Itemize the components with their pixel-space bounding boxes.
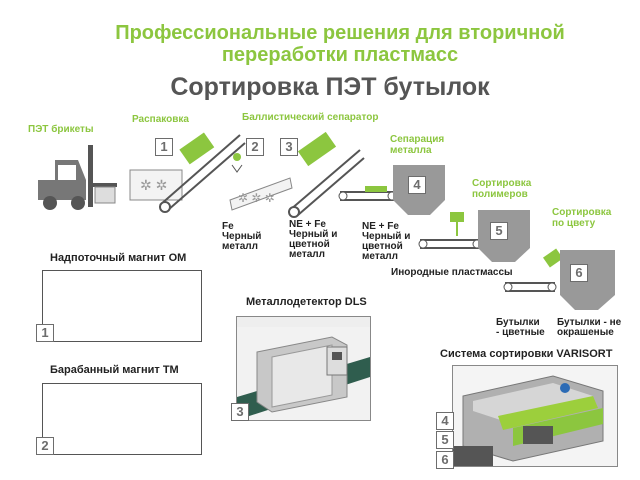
metal-detector-title: Металлодетектор DLS xyxy=(246,296,367,308)
svg-text:✲ ✲ ✲: ✲ ✲ ✲ xyxy=(238,191,275,205)
varisort-title: Система сортировки VARISORT xyxy=(440,348,613,360)
label-metal-separation-line2: металла xyxy=(390,145,432,156)
varisort-number-5: 5 xyxy=(436,431,454,449)
output-nefe-1-line: NE + Fe xyxy=(289,219,326,230)
drum-magnet-title: Барабанный магнит ТМ xyxy=(50,364,179,376)
step-number-5: 5 xyxy=(490,222,508,240)
label-metal-separation: Сепарация металла xyxy=(390,134,444,156)
output-bottles-uncolored-line: окрашеные xyxy=(557,327,614,338)
overband-magnet-number: 1 xyxy=(36,324,54,342)
output-bottles-colored-line: Бутылки xyxy=(496,317,540,328)
output-nefe-1-line: Черный и xyxy=(289,229,338,240)
overband-magnet-frame xyxy=(42,270,202,342)
label-metal-separation-line1: Сепарация xyxy=(390,134,445,145)
step-number-3: 3 xyxy=(280,138,298,156)
output-nefe-1-line: металл xyxy=(289,249,325,260)
varisort-number-4: 4 xyxy=(436,412,454,430)
ballistic-separator-icon: ✲ ✲ ✲ xyxy=(229,131,337,211)
page-subtitle: Сортировка ПЭТ бутылок xyxy=(170,73,490,101)
output-fe-line: металл xyxy=(222,241,258,252)
metal-detector-number: 3 xyxy=(231,403,249,421)
output-fe-line: Черный xyxy=(222,231,262,242)
output-foreign-plastics: Инородные пластмассы xyxy=(391,267,513,278)
drum-magnet-number: 2 xyxy=(36,437,54,455)
output-nefe-2-line: NE + Fe xyxy=(362,221,399,232)
step-number-2: 2 xyxy=(246,138,264,156)
label-polymer-sorting-line1: Сортировка xyxy=(472,178,532,189)
label-color-sorting-line2: по цвету xyxy=(552,218,596,229)
output-nefe-1: NE + Fe Черный и цветной металл xyxy=(289,220,337,260)
step-number-1: 1 xyxy=(155,138,173,156)
label-color-sorting-line1: Сортировка xyxy=(552,207,612,218)
step-number-6: 6 xyxy=(570,264,588,282)
label-ballistic-separator: Баллистический сепаратор xyxy=(242,112,379,123)
label-color-sorting: Сортировка по цвету xyxy=(552,207,611,229)
varisort-number-6: 6 xyxy=(436,451,454,469)
output-nefe-1-line: цветной xyxy=(289,239,330,250)
label-polymer-sorting-line2: полимеров xyxy=(472,189,528,200)
output-bottles-colored: Бутылки - цветные xyxy=(496,318,545,338)
metal-detector-photo xyxy=(236,316,371,421)
label-pet-bales: ПЭТ брикеты xyxy=(28,124,94,135)
svg-text:✲ ✲: ✲ ✲ xyxy=(140,177,167,193)
output-nefe-2-line: металл xyxy=(362,251,398,262)
unpacker-icon: ✲ ✲ xyxy=(129,132,215,201)
step-number-4: 4 xyxy=(408,176,426,194)
output-bottles-uncolored: Бутылки - не окрашеные xyxy=(557,318,621,338)
label-polymer-sorting: Сортировка полимеров xyxy=(472,178,531,200)
magnet-icon xyxy=(231,153,243,173)
output-bottles-uncolored-line: Бутылки - не xyxy=(557,317,622,328)
drum-magnet-frame xyxy=(42,383,202,455)
output-fe-line: Fe xyxy=(222,221,234,232)
label-unpacking: Распаковка xyxy=(132,114,189,125)
output-bottles-colored-line: - цветные xyxy=(496,327,545,338)
output-nefe-2-line: Черный и xyxy=(362,231,411,242)
output-nefe-2-line: цветной xyxy=(362,241,403,252)
overband-magnet-title: Надпоточный магнит ОМ xyxy=(50,252,187,264)
title-line2: переработки пластмасс xyxy=(221,44,459,66)
forklift-icon xyxy=(38,145,117,210)
output-nefe-2: NE + Fe Черный и цветной металл xyxy=(362,222,410,262)
varisort-photo xyxy=(452,365,618,467)
title-line1: Профессиональные решения для вторичной xyxy=(115,22,565,44)
output-fe: Fe Черный металл xyxy=(222,222,261,252)
